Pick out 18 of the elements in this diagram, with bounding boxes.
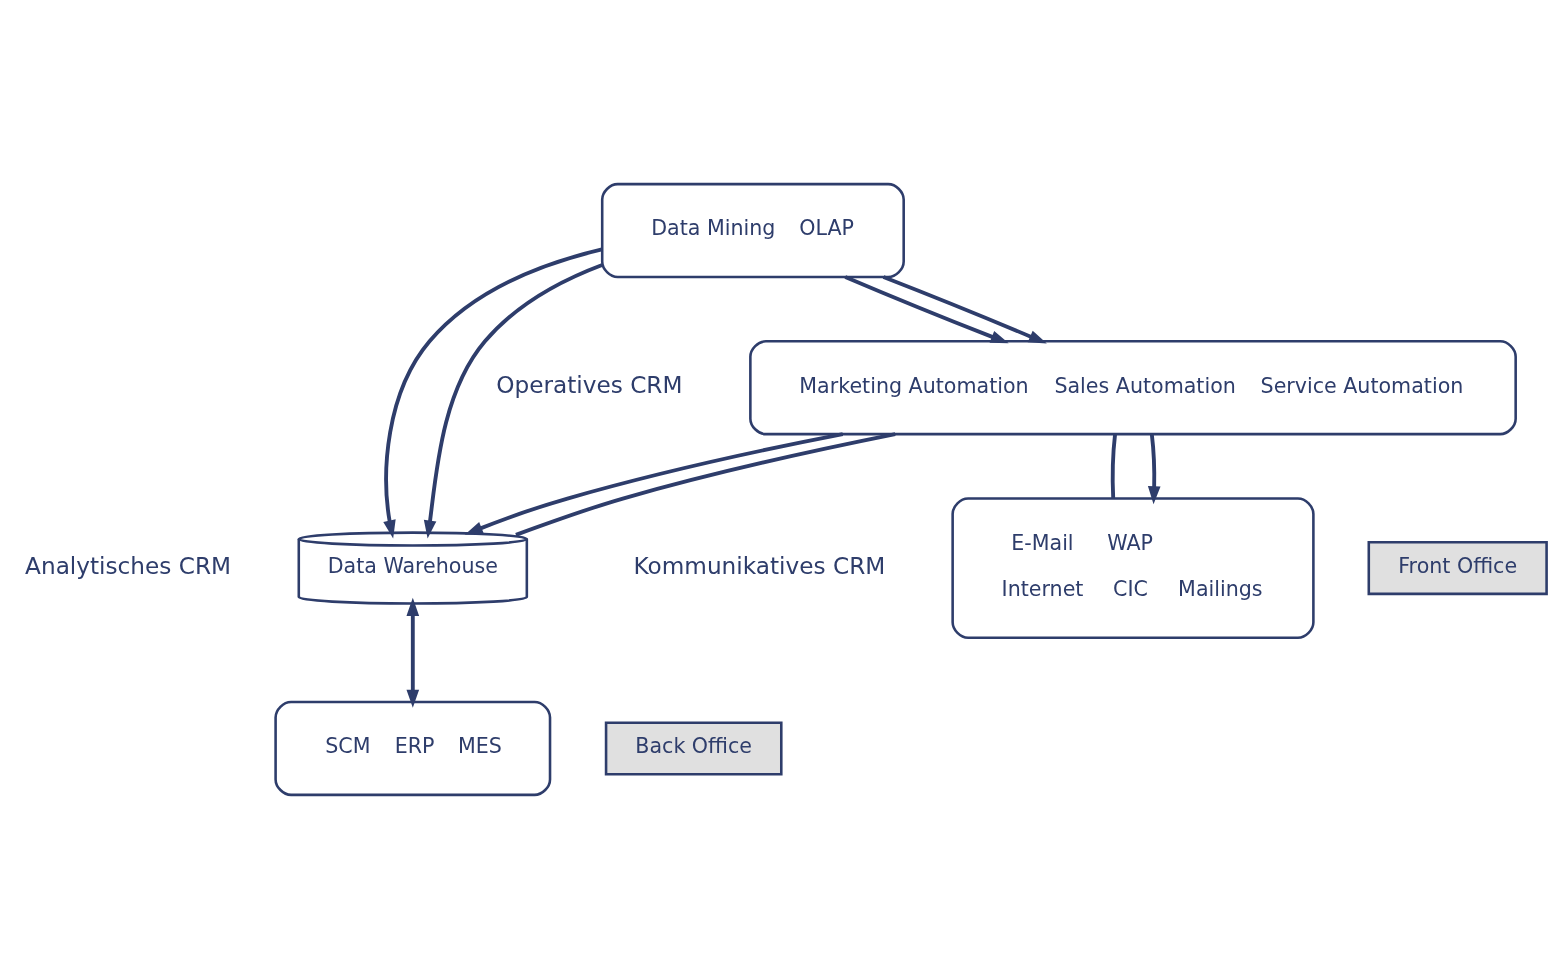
node-box: SCM ERP MES: [274, 700, 552, 797]
node-box: Data Mining OLAP: [600, 182, 905, 279]
node-box: E-Mail WAP Internet CIC Mailings: [951, 497, 1315, 639]
connector: [515, 432, 896, 537]
label: Analytisches CRM: [25, 551, 232, 579]
arrow: [406, 597, 420, 708]
arrow: [1147, 434, 1161, 505]
arrow: [882, 275, 1047, 344]
arrow: [844, 275, 1009, 344]
node-box: Marketing Automation Sales Automation Service Automation: [749, 340, 1517, 436]
arrow: [423, 263, 603, 539]
arrow: [464, 432, 844, 535]
arrow: [383, 247, 603, 539]
connector: [1110, 434, 1117, 499]
label: Operatives CRM: [496, 371, 683, 399]
node-box: Back Office: [604, 721, 783, 776]
label: Kommunikatives CRM: [633, 551, 886, 579]
node-box: Front Office: [1367, 541, 1548, 596]
